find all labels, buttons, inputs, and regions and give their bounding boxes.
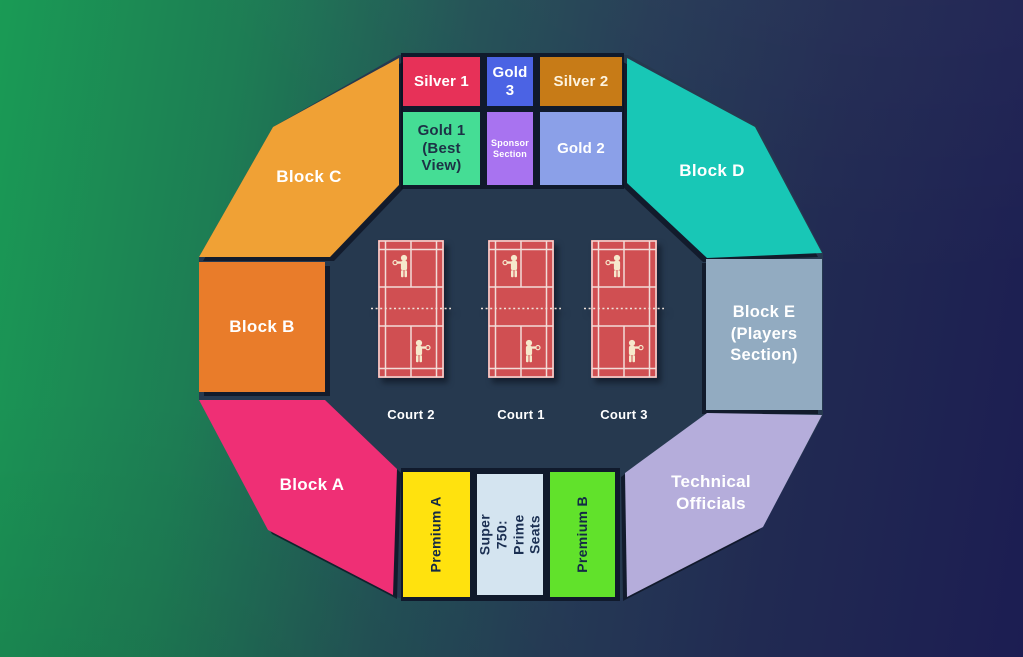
section-gold-3-label: Gold 3 xyxy=(492,63,528,99)
section-super-750-prime-seats[interactable]: Super 750: Prime Seats xyxy=(476,474,543,595)
seat-block-e-players-section[interactable]: Block E (Players Section) xyxy=(706,259,822,410)
court-2-drawing xyxy=(371,240,451,378)
court-1-label: Court 1 xyxy=(497,407,545,422)
player-icon xyxy=(415,339,431,363)
seat-block-c[interactable]: Block C xyxy=(199,58,399,257)
section-gold-2[interactable]: Gold 2 xyxy=(540,112,622,185)
section-silver-1[interactable]: Silver 1 xyxy=(403,57,480,106)
technical-officials-wrap: Technical Officials xyxy=(625,413,822,597)
court-1 xyxy=(481,240,561,378)
section-gold-1-label: Gold 1 (Best View) xyxy=(417,121,466,175)
seat-block-b-label: Block B xyxy=(229,316,295,336)
court-2-label: Court 2 xyxy=(387,407,435,422)
seat-block-a-wrap: Block A xyxy=(199,400,397,595)
seat-block-a-label: Block A xyxy=(279,475,345,494)
section-silver-2[interactable]: Silver 2 xyxy=(540,57,622,106)
section-premium-a-label: Premium A xyxy=(428,496,445,573)
section-gold-3[interactable]: Gold 3 xyxy=(487,57,533,106)
seat-block-d-label: Block D xyxy=(679,161,745,180)
technical-officials-block[interactable]: Technical Officials xyxy=(625,413,822,597)
section-silver-1-label: Silver 1 xyxy=(414,72,469,90)
court-1-drawing xyxy=(481,240,561,378)
player-icon xyxy=(605,254,621,278)
player-icon xyxy=(525,339,541,363)
section-silver-2-label: Silver 2 xyxy=(553,72,609,90)
section-premium-b[interactable]: Premium B xyxy=(550,472,615,597)
technical-officials-label: Technical Officials xyxy=(671,471,751,513)
section-super-750-label: Super 750: Prime Seats xyxy=(476,513,543,556)
section-sponsor-label: Sponsor Section xyxy=(491,137,529,159)
court-2 xyxy=(371,240,451,378)
section-gold-2-label: Gold 2 xyxy=(557,139,605,157)
player-icon xyxy=(628,339,644,363)
court-3 xyxy=(584,240,664,378)
seat-block-b[interactable]: Block B xyxy=(199,262,325,392)
seat-block-e-label: Block E (Players Section) xyxy=(730,302,798,365)
section-gold-1-best-view[interactable]: Gold 1 (Best View) xyxy=(403,112,480,185)
seat-block-c-wrap: Block C xyxy=(199,57,399,258)
seat-block-c-label: Block C xyxy=(276,167,342,186)
seat-block-a[interactable]: Block A xyxy=(199,400,397,595)
section-premium-b-label: Premium B xyxy=(574,496,591,573)
player-icon xyxy=(392,254,408,278)
section-sponsor[interactable]: Sponsor Section xyxy=(487,112,533,185)
court-3-label: Court 3 xyxy=(600,407,648,422)
seat-block-d[interactable]: Block D xyxy=(627,58,822,258)
section-premium-a[interactable]: Premium A xyxy=(403,472,470,597)
seat-block-d-wrap: Block D xyxy=(625,58,823,258)
player-icon xyxy=(502,254,518,278)
court-3-drawing xyxy=(584,240,664,378)
